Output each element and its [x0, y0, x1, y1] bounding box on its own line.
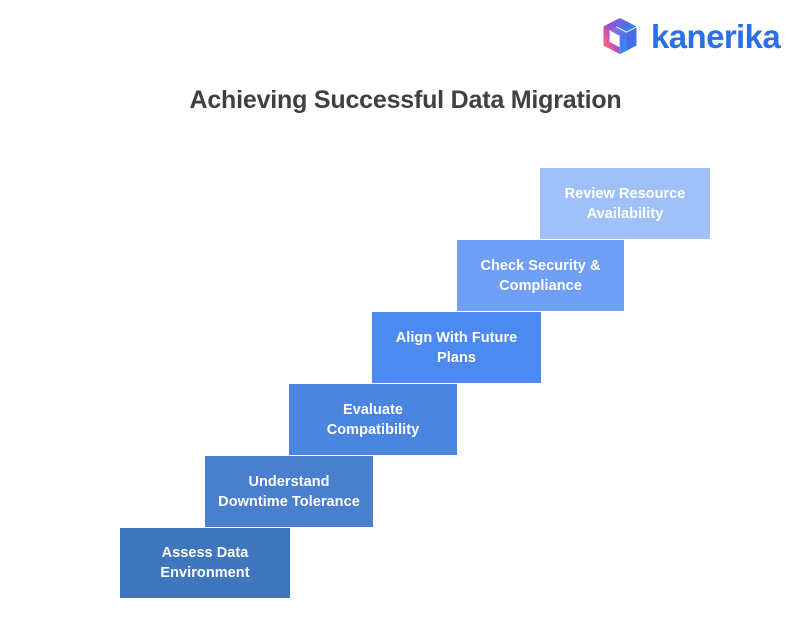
staircase-step: Check Security & Compliance — [457, 240, 624, 311]
staircase-step: Assess Data Environment — [120, 528, 290, 598]
staircase-step-label: Understand Downtime Tolerance — [218, 473, 360, 510]
brand-name: kanerika — [651, 17, 781, 55]
staircase-step-label: Check Security & Compliance — [480, 257, 601, 294]
brand-logo: kanerika — [598, 14, 781, 58]
staircase-step-label: Evaluate Compatibility — [326, 401, 420, 438]
cube-logo-icon — [598, 14, 642, 58]
page-title: Achieving Successful Data Migration — [189, 86, 622, 114]
staircase-step-label: Align With Future Plans — [395, 329, 518, 366]
staircase-step: Align With Future Plans — [372, 312, 541, 383]
staircase-step-label: Review Resource Availability — [564, 185, 686, 222]
staircase-step: Understand Downtime Tolerance — [205, 456, 373, 527]
staircase-step-label: Assess Data Environment — [160, 545, 250, 581]
staircase-step: Review Resource Availability — [540, 168, 710, 239]
staircase-step: Evaluate Compatibility — [289, 384, 457, 455]
